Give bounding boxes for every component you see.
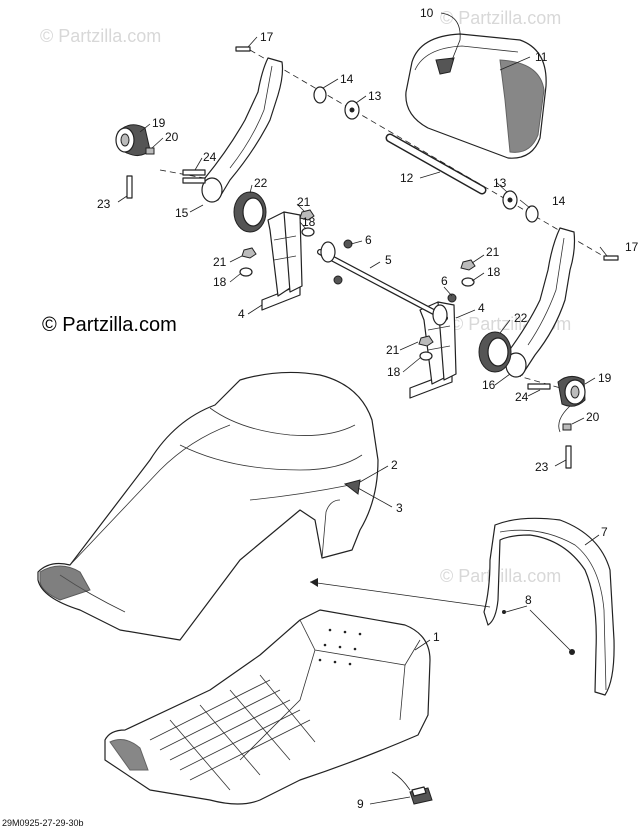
callout-17-right: 17 bbox=[625, 240, 639, 254]
backrest-arm-left bbox=[201, 57, 284, 203]
callout-23-right: 23 bbox=[535, 460, 549, 474]
callout-14-right: 14 bbox=[552, 194, 566, 208]
callout-5: 5 bbox=[385, 253, 392, 267]
seat-base-holes bbox=[318, 628, 362, 666]
callout-19-left: 19 bbox=[152, 116, 166, 130]
callout-21-b: 21 bbox=[486, 245, 500, 259]
watermark-faint-top: © Partzilla.com bbox=[40, 26, 161, 46]
callout-13-right: 13 bbox=[493, 176, 507, 190]
callout-15: 15 bbox=[175, 206, 189, 220]
friction-disc-right bbox=[478, 331, 512, 373]
callout-4-right: 4 bbox=[478, 301, 485, 315]
callout-6-a: 6 bbox=[365, 233, 372, 247]
callout-11: 11 bbox=[535, 50, 548, 64]
callout-18-d: 18 bbox=[387, 365, 401, 379]
nut-washer-set bbox=[239, 209, 476, 361]
callout-6-b: 6 bbox=[441, 274, 448, 288]
seat-base bbox=[104, 609, 431, 805]
callout-19-right: 19 bbox=[598, 371, 612, 385]
callout-labels: 10 11 17 14 13 19 20 24 12 13 22 23 15 1… bbox=[97, 6, 639, 811]
rear-cover bbox=[483, 517, 615, 696]
callout-16: 16 bbox=[482, 378, 496, 392]
callout-22-right: 22 bbox=[514, 311, 528, 325]
washer-right-hole bbox=[507, 197, 513, 203]
bushing-6b bbox=[333, 275, 343, 285]
clip bbox=[409, 786, 433, 805]
callout-21-d: 21 bbox=[386, 343, 400, 357]
seat-base-slats bbox=[149, 674, 316, 791]
callout-1: 1 bbox=[433, 630, 440, 644]
callout-10: 10 bbox=[420, 6, 434, 20]
pin-left bbox=[126, 175, 133, 199]
watermark-main: © Partzilla.com bbox=[42, 314, 177, 336]
callout-18-a: 18 bbox=[302, 215, 316, 229]
callout-9: 9 bbox=[357, 797, 364, 811]
callout-14-top: 14 bbox=[340, 72, 354, 86]
callout-20-left: 20 bbox=[165, 130, 179, 144]
callout-4-left: 4 bbox=[238, 307, 245, 321]
watermark-faint-low-right: © Partzilla.com bbox=[440, 566, 561, 586]
bolt-right bbox=[527, 383, 551, 390]
callout-24-left: 24 bbox=[203, 150, 217, 164]
callout-13-top: 13 bbox=[368, 89, 382, 103]
callout-7: 7 bbox=[601, 525, 608, 539]
callout-18-b: 18 bbox=[487, 265, 501, 279]
backrest-arm-right bbox=[505, 227, 576, 378]
bushing-right bbox=[525, 205, 539, 223]
backrest-rod bbox=[385, 133, 487, 195]
backrest-pad bbox=[405, 33, 547, 159]
callout-2: 2 bbox=[391, 458, 398, 472]
callout-18-c: 18 bbox=[213, 275, 227, 289]
adjust-knob-right bbox=[557, 376, 586, 407]
callout-12: 12 bbox=[400, 171, 414, 185]
callout-21-c: 21 bbox=[213, 255, 227, 269]
support-bracket-left bbox=[261, 211, 303, 311]
callout-24-right: 24 bbox=[515, 390, 529, 404]
bolt-left bbox=[182, 169, 206, 184]
washer-top-hole bbox=[349, 107, 355, 113]
callout-23-left: 23 bbox=[97, 197, 111, 211]
pin-right bbox=[565, 445, 572, 469]
bushing-top bbox=[313, 86, 327, 104]
callout-21-a: 21 bbox=[297, 195, 311, 209]
watermark-faint-top-right: © Partzilla.com bbox=[440, 8, 561, 28]
nut-right bbox=[562, 423, 572, 431]
seat-cushion bbox=[37, 371, 379, 641]
callout-8: 8 bbox=[525, 593, 532, 607]
screw-top bbox=[235, 46, 251, 52]
callout-20-right: 20 bbox=[586, 410, 600, 424]
bushing-6a bbox=[343, 239, 353, 249]
callout-22-left: 22 bbox=[254, 176, 268, 190]
callout-17-top: 17 bbox=[260, 30, 274, 44]
callout-3: 3 bbox=[396, 501, 403, 515]
bushing-6c bbox=[447, 293, 457, 303]
screw-right bbox=[603, 255, 619, 261]
leader-lines bbox=[117, 12, 608, 805]
nut-left bbox=[145, 147, 155, 155]
cross-shaft bbox=[317, 241, 448, 326]
diagram-code: 29M0925-27-29-30b bbox=[2, 818, 84, 828]
adjust-knob-left bbox=[115, 124, 151, 156]
friction-disc-left bbox=[233, 191, 267, 233]
